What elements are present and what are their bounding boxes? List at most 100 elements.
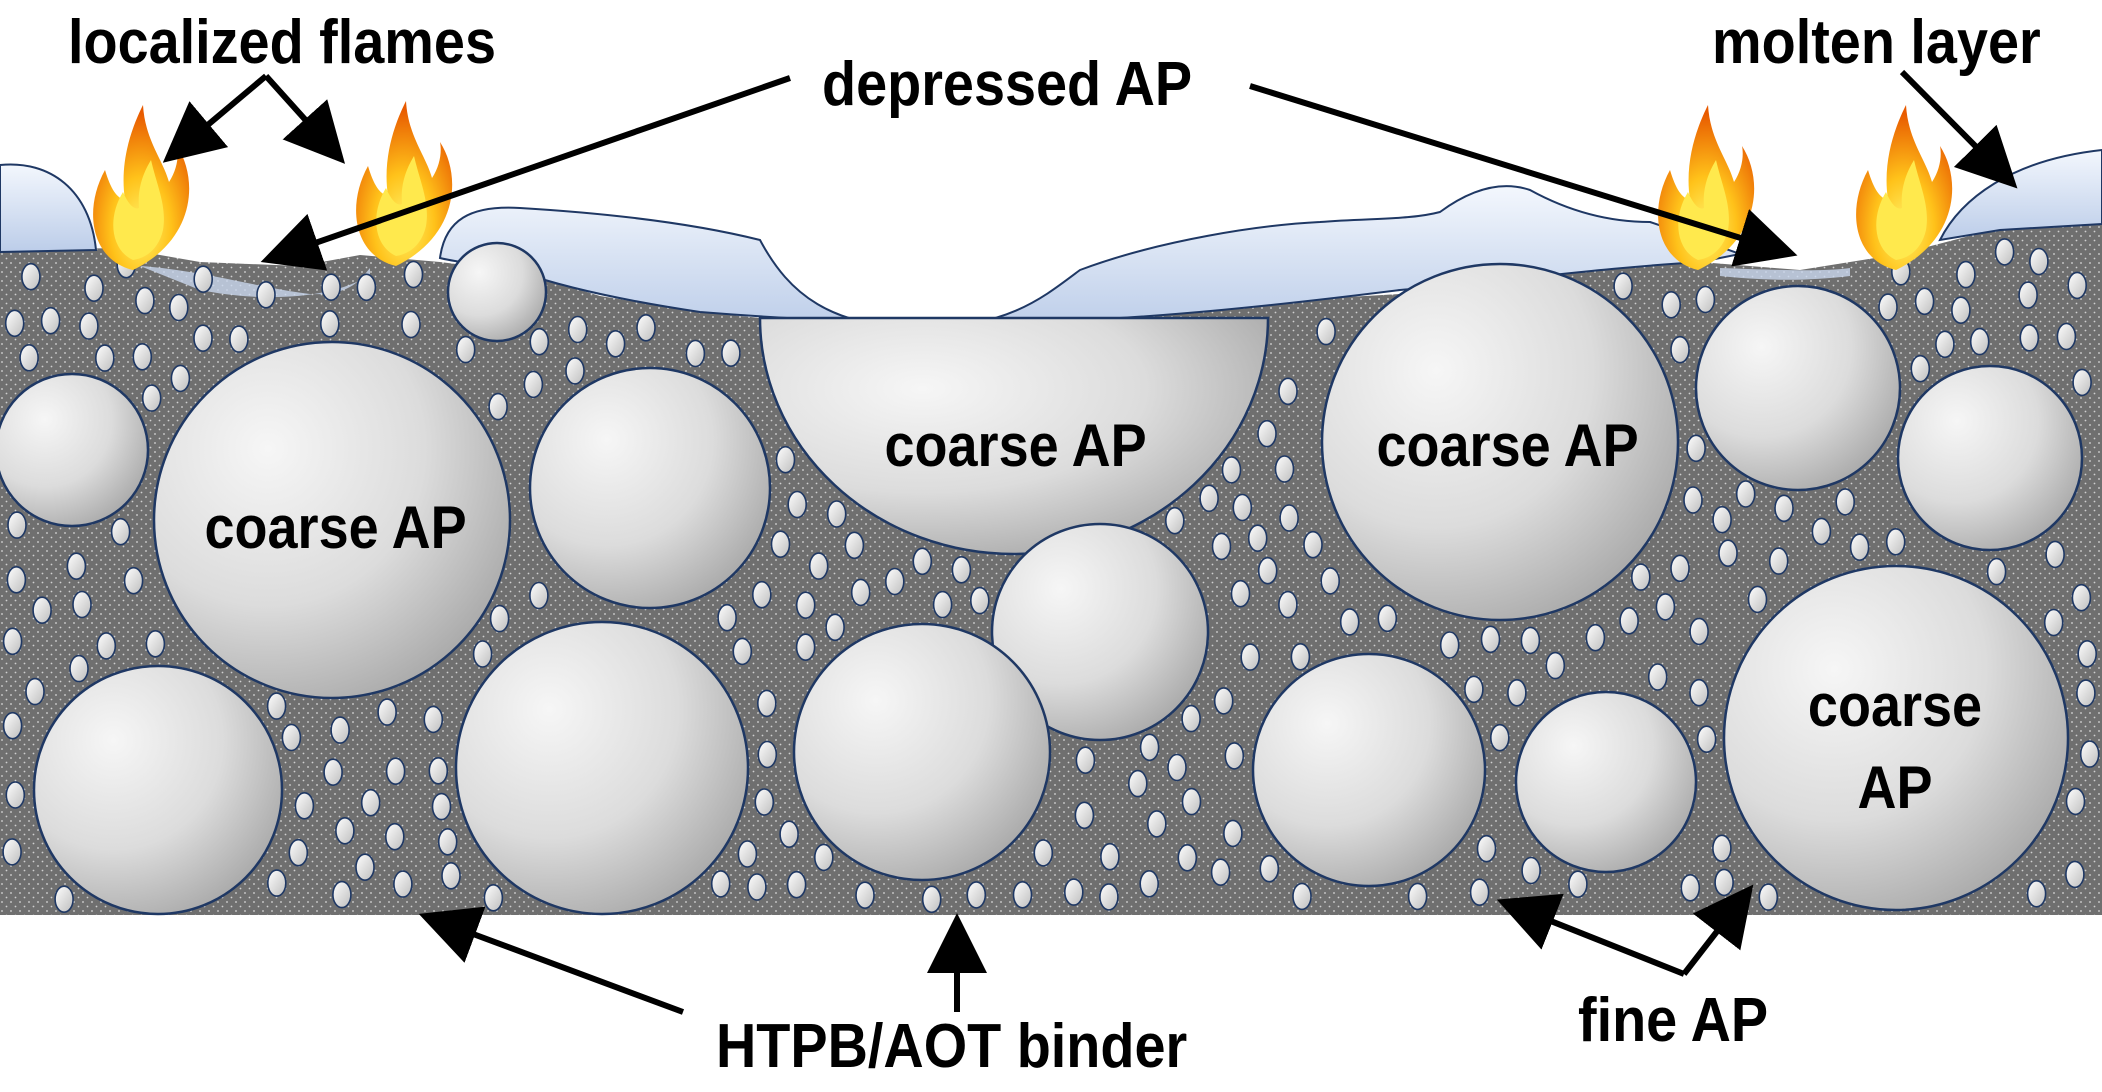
fine-ap-particle: [2, 627, 23, 656]
fine-ap-particle: [2079, 740, 2100, 768]
fine-ap-particle: [2026, 879, 2047, 908]
fine-ap-particle: [523, 370, 544, 399]
label-localized-flames: localized flames: [68, 8, 496, 77]
fine-ap-particle: [32, 596, 52, 625]
label-coarse-ap-3: coarse AP: [1376, 412, 1639, 479]
depressed-surface-right: [1720, 268, 1850, 280]
arrow-fine-ap-left: [1496, 893, 1686, 977]
fine-ap-particle: [96, 632, 117, 660]
fine-ap-particle: [1147, 810, 1167, 838]
fine-ap-particle: [966, 881, 987, 909]
fine-ap-particle: [441, 861, 461, 890]
fine-ap-particle: [1257, 419, 1277, 448]
fine-ap-particle: [1075, 746, 1096, 775]
fine-ap-particle: [717, 603, 737, 632]
fine-ap-particle: [472, 640, 493, 668]
fine-ap-particle: [6, 565, 27, 594]
fine-ap-particle: [1686, 434, 1706, 463]
coarse-ap-particle-depressed: [758, 316, 1270, 556]
fine-ap-particle: [1224, 742, 1245, 770]
fine-ap-particle: [66, 552, 87, 581]
fine-ap-particle: [1012, 880, 1033, 909]
fine-ap-particle: [636, 313, 656, 342]
fine-ap-particle: [7, 511, 27, 539]
fine-ap-particle: [332, 880, 352, 909]
fine-ap-particle: [567, 315, 588, 344]
fine-ap-particle: [1774, 494, 1794, 523]
fine-ap-particle: [1274, 455, 1295, 483]
arrow-depressed-left: [260, 75, 791, 271]
flame-icon: [1856, 105, 1953, 270]
fine-ap-particle: [1545, 651, 1566, 680]
fine-ap-particle: [1878, 293, 1898, 321]
label-coarse-ap-1: coarse AP: [204, 494, 467, 561]
fine-ap-particle: [1835, 488, 1855, 516]
fine-ap-particle: [123, 566, 144, 595]
fine-ap-particle: [756, 689, 777, 718]
fine-ap-particle: [787, 490, 808, 519]
fine-ap-particle: [193, 265, 213, 294]
fine-ap-particle: [2072, 368, 2092, 397]
fine-ap-particle: [2018, 281, 2038, 309]
fine-ap-particle: [1735, 480, 1756, 508]
fine-ap-particle: [266, 869, 287, 897]
fine-ap-particle: [808, 552, 829, 580]
fine-ap-particle: [1232, 493, 1253, 522]
fine-ap-particle: [1520, 626, 1541, 655]
fine-ap-particle: [1768, 547, 1789, 575]
fine-ap-particle: [1507, 678, 1527, 707]
fine-ap-particle: [969, 586, 990, 615]
fine-ap-particle: [921, 885, 942, 914]
fine-ap-particle: [912, 547, 933, 576]
fine-ap-particle: [825, 613, 845, 642]
fine-ap-particle: [795, 633, 816, 662]
fine-ap-particle: [1521, 856, 1541, 885]
fine-ap-particle: [483, 883, 504, 912]
fine-ap-particle: [2067, 271, 2087, 300]
fine-ap-particle: [360, 788, 381, 817]
fine-ap-particle: [1914, 287, 1935, 316]
fine-ap-particle: [1230, 579, 1251, 608]
fine-ap-particle: [1910, 354, 1931, 383]
fine-ap-particle: [2065, 787, 2086, 816]
fine-ap-particle: [775, 445, 796, 474]
fine-ap-particle: [1064, 878, 1084, 906]
label-fine-ap: fine AP: [1578, 986, 1769, 1055]
fine-ap-particle: [1339, 608, 1360, 636]
fine-ap-particle: [1099, 883, 1119, 911]
fine-ap-particle: [79, 312, 99, 340]
fine-ap-particle: [932, 590, 953, 619]
fine-ap-particle: [2045, 540, 2065, 569]
fine-ap-particle: [1074, 801, 1095, 830]
fine-ap-particle: [330, 716, 350, 744]
fine-ap-particle: [356, 273, 377, 302]
fine-ap-particle: [25, 677, 45, 706]
fine-ap-particle: [1278, 590, 1298, 619]
coarse-ap-particle: [454, 620, 750, 916]
fine-ap-particle: [193, 324, 213, 353]
coarse-ap-particle: [990, 522, 1210, 742]
fine-ap-particle: [1278, 377, 1298, 406]
fine-ap-particle: [288, 838, 309, 867]
fine-ap-particle: [2056, 322, 2077, 351]
fine-ap-particle: [1619, 606, 1639, 635]
fine-ap-particle: [1568, 870, 1588, 899]
fine-ap-particle: [1211, 532, 1232, 561]
fine-ap-particle: [1480, 625, 1501, 654]
fine-ap-particle: [2, 838, 22, 866]
fine-ap-particle: [1439, 631, 1460, 659]
fine-ap-particle: [770, 530, 791, 559]
fine-ap-particle: [1585, 623, 1606, 652]
fine-ap-particle: [1670, 554, 1690, 583]
fine-ap-particle: [110, 517, 131, 546]
fine-ap-particle: [751, 580, 772, 609]
fine-ap-particle: [1259, 854, 1280, 883]
fine-ap-particle: [69, 654, 89, 683]
fine-ap-particle: [1695, 285, 1716, 314]
fine-ap-particle: [54, 885, 74, 914]
fine-ap-particle: [1033, 839, 1054, 867]
fine-ap-particle: [1689, 678, 1709, 707]
fine-ap-particle: [529, 327, 550, 356]
